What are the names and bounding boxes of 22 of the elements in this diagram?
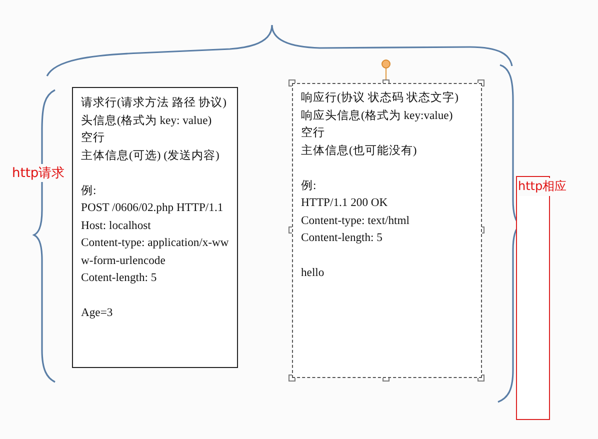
text-line: 主体信息(可选) (发送内容) bbox=[81, 148, 220, 164]
text-line: HTTP/1.1 200 OK bbox=[301, 195, 389, 211]
side-label: http请求 bbox=[12, 164, 65, 182]
text-line: Host: localhost bbox=[81, 218, 152, 234]
text-line: 空行 bbox=[301, 125, 326, 141]
text-line: Content-type: application/x-www-form-urlencode bbox=[81, 235, 230, 268]
request-box bbox=[72, 87, 238, 368]
text-line: Content-length: 5 bbox=[301, 230, 384, 246]
text-line: Cotent-length: 5 bbox=[81, 270, 158, 286]
text-line: 请求行(请求方法 路径 协议) bbox=[81, 95, 228, 111]
text-line: 响应头信息(格式为 key:value) bbox=[301, 108, 454, 124]
text-line: POST /0606/02.php HTTP/1.1 bbox=[81, 200, 224, 216]
text-line: 头信息(格式为 key: value) bbox=[81, 112, 213, 128]
text-line: 主体信息(也可能没有) bbox=[301, 142, 418, 158]
text-line: 例: bbox=[81, 182, 98, 198]
side-label: http相应 bbox=[518, 178, 567, 196]
text-line: 响应行(协议 状态码 状态文字) bbox=[301, 90, 460, 106]
text-line: 空行 bbox=[81, 130, 106, 146]
text-line: Content-type: text/html bbox=[301, 212, 411, 228]
text-line: 例: bbox=[301, 178, 318, 194]
text-line: Age=3 bbox=[81, 305, 114, 321]
text-line: hello bbox=[301, 265, 326, 281]
